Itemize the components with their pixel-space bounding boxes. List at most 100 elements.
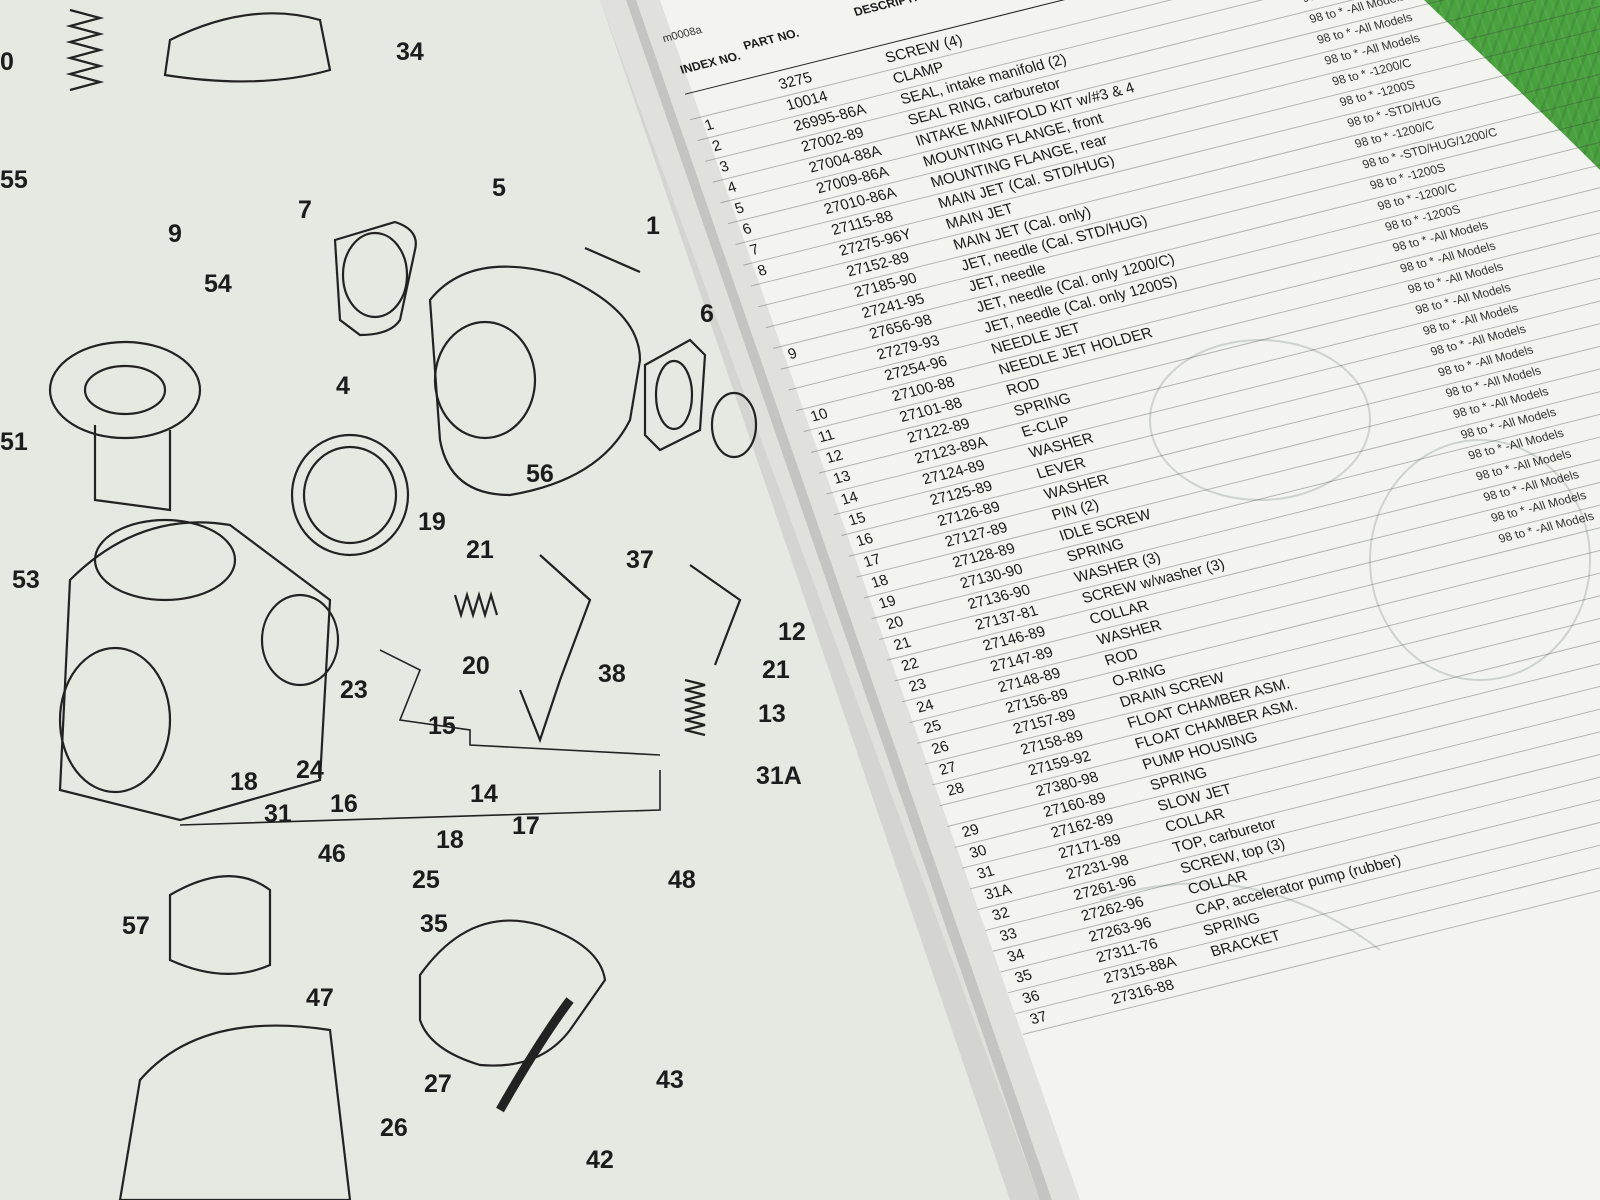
float-chamber-drawing: [118, 1024, 352, 1200]
callout-label: 12: [778, 618, 806, 646]
carburetor-top-cover: [163, 12, 332, 83]
index-cell: 16: [853, 529, 876, 551]
index-cell: 3: [717, 157, 732, 176]
callout-label: 24: [296, 756, 324, 784]
hose-drawing: [496, 997, 574, 1113]
index-cell: 8: [755, 261, 770, 280]
callout-label: 4: [336, 372, 350, 400]
index-cell: 31: [974, 862, 997, 883]
document-code: m0008a: [660, 24, 704, 46]
intake-manifold-drawing: [428, 265, 642, 497]
index-cell: 24: [914, 696, 937, 717]
callout-label: 13: [758, 700, 786, 728]
index-cell: 21: [891, 633, 914, 655]
callout-label: 35: [420, 910, 448, 938]
index-cell: 17: [861, 550, 884, 571]
callout-label: 19: [418, 508, 446, 536]
callout-label: 6: [700, 300, 714, 328]
index-cell: 29: [959, 820, 982, 842]
callout-label: 14: [470, 780, 498, 808]
index-cell: 7: [747, 240, 762, 260]
index-cell: 1: [702, 116, 717, 135]
bleed-through-drawing: [1099, 339, 1591, 951]
callout-label: 23: [340, 676, 368, 704]
callout-label: 9: [168, 220, 182, 248]
index-cell: 27: [936, 758, 959, 779]
index-cell: 10: [808, 405, 831, 426]
book-gutter: [600, 0, 1080, 1200]
index-cell: 2: [709, 137, 724, 156]
diaphragm-drawing: [48, 340, 202, 440]
index-cell: 32: [989, 904, 1012, 925]
callout-label: 54: [204, 270, 232, 298]
index-cell: 23: [906, 675, 929, 696]
callout-label: 18: [436, 826, 464, 854]
index-cell: 19: [876, 592, 899, 613]
index-cell: 33: [997, 924, 1020, 946]
callout-label: 55: [0, 166, 28, 194]
index-cell: 14: [838, 488, 861, 509]
callout-label: 1: [646, 212, 660, 240]
callout-label: 53: [12, 566, 40, 594]
index-cell: 35: [1012, 966, 1035, 987]
index-cell: 5: [732, 199, 747, 218]
callout-label: 21: [466, 536, 494, 564]
gasket-drawing: [418, 919, 607, 1067]
index-cell: 25: [921, 717, 944, 738]
index-cell: 9: [785, 344, 800, 363]
spring-drawing: [65, 8, 105, 92]
callout-label: 46: [318, 840, 346, 868]
index-cell: 18: [868, 571, 891, 592]
callout-label: 31: [264, 800, 292, 828]
callout-label: 16: [330, 790, 358, 818]
left-page-paper: [0, 0, 1040, 1200]
callout-label: 37: [626, 546, 654, 574]
index-cell: 26: [929, 737, 952, 758]
callout-label: 21: [762, 656, 790, 684]
callout-label: 47: [306, 984, 334, 1012]
index-cell: 11: [815, 426, 837, 447]
column-header-description: DESCRIPTION: [851, 0, 937, 19]
callout-label: 27: [424, 1070, 452, 1098]
mounting-flange-drawing: [333, 220, 417, 337]
callout-label: 43: [656, 1066, 684, 1094]
bracket-drawing: [518, 554, 592, 744]
callout-label: 31A: [756, 762, 802, 790]
callout-label: 34: [396, 38, 424, 66]
index-cell: 28: [944, 779, 967, 800]
callout-label: 17: [512, 812, 540, 840]
index-cell: 36: [1020, 987, 1043, 1008]
index-cell: 20: [883, 613, 906, 634]
callout-label: 26: [380, 1114, 408, 1142]
callout-label: 51: [0, 428, 28, 456]
index-cell: 6: [740, 220, 755, 239]
column-header-index: INDEX NO.: [678, 48, 743, 77]
float-drawing: [168, 875, 272, 975]
callout-label: 5: [492, 174, 506, 202]
index-cell: 30: [967, 841, 990, 862]
callout-label: 48: [668, 866, 696, 894]
callout-label: 56: [526, 460, 554, 488]
index-cell: 15: [846, 509, 869, 530]
carburetor-drawing: [48, 8, 758, 1200]
callout-label: 20: [462, 652, 490, 680]
index-cell: 4: [724, 178, 739, 197]
callout-label: 38: [598, 660, 626, 688]
index-cell: 12: [823, 446, 846, 467]
callout-label: 57: [122, 912, 150, 940]
column-header-part-no: PART NO.: [741, 25, 801, 53]
callout-label: 7: [298, 196, 312, 224]
callout-label: 42: [586, 1146, 614, 1174]
index-cell: 37: [1027, 1008, 1050, 1029]
index-cell: 34: [1004, 945, 1027, 966]
callout-label: 25: [412, 866, 440, 894]
callout-label: 15: [428, 712, 456, 740]
index-cell: 22: [899, 654, 922, 675]
seal-ring-drawing: [290, 433, 410, 557]
callout-label: 18: [230, 768, 258, 796]
callout-label: 0: [0, 48, 14, 76]
index-cell: 13: [830, 467, 853, 488]
right-page-paper: [600, 0, 1600, 1200]
